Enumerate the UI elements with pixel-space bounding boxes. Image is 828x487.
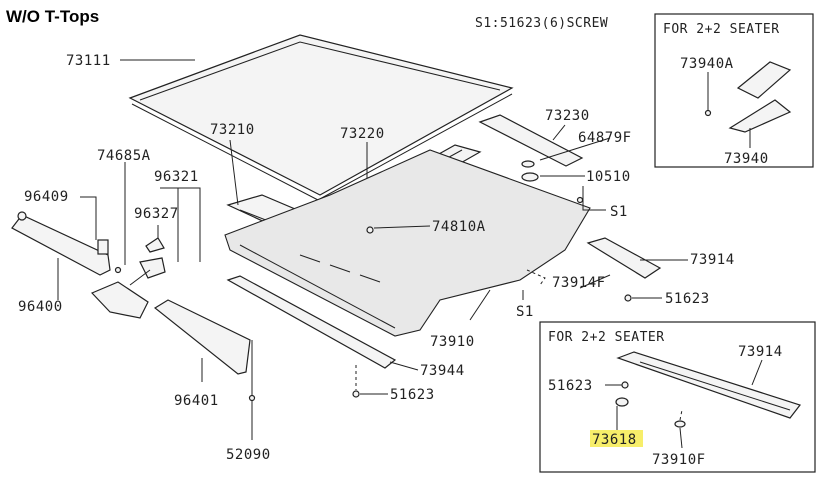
visor-holder — [97, 239, 122, 274]
diagram-title: W/O T-Tops — [6, 7, 99, 26]
label-96400: 96400 — [18, 299, 63, 315]
leader-73210 — [229, 139, 239, 206]
label-74810A: 74810A — [432, 219, 486, 235]
leader-96409 — [80, 196, 97, 240]
label-73914: 73914 — [690, 252, 735, 268]
leader-73910F — [679, 427, 683, 449]
label-s1-top: S1 — [610, 204, 628, 220]
label-51623-bottom: 51623 — [390, 387, 435, 403]
label-10510: 10510 — [586, 169, 631, 185]
sun-visor-right — [153, 299, 251, 375]
label-96401: 96401 — [174, 393, 219, 409]
label-96409: 96409 — [24, 189, 69, 205]
clip-73910F — [674, 420, 686, 428]
highlight-73618 — [590, 430, 643, 447]
inset-bottom-frame — [539, 321, 816, 473]
leader-73914-inset — [751, 359, 763, 386]
label-73220: 73220 — [340, 126, 385, 142]
label-96321: 96321 — [154, 169, 199, 185]
label-73910: 73910 — [430, 334, 475, 350]
inset-top-part — [704, 61, 792, 133]
front-finisher — [226, 275, 397, 369]
label-73940: 73940 — [724, 151, 769, 167]
leader-73944 — [389, 361, 419, 371]
leader-64879F — [539, 137, 611, 161]
label-73940A: 73940A — [680, 56, 734, 72]
screw-51623-bottom — [352, 390, 360, 398]
label-96327: 96327 — [134, 206, 179, 222]
label-73914-inset: 73914 — [738, 344, 783, 360]
room-mirror-base — [145, 237, 165, 253]
label-s1-mid: S1 — [516, 304, 534, 320]
rear-finisher — [586, 237, 662, 279]
leader-96321 — [160, 187, 201, 262]
leader-73230 — [552, 124, 566, 141]
label-64879F: 64879F — [578, 130, 632, 146]
inset-bottom-finisher — [616, 351, 801, 419]
leader-73914F — [579, 274, 611, 289]
inset-bottom-title: FOR 2+2 SEATER — [548, 330, 665, 345]
label-51623-mid: 51623 — [665, 291, 710, 307]
inset-top-title: FOR 2+2 SEATER — [663, 22, 780, 37]
clip-73618 — [615, 397, 629, 407]
leader-73910 — [469, 289, 491, 321]
sun-visor-left — [11, 211, 111, 276]
label-73210: 73210 — [210, 122, 255, 138]
leader-74810A — [373, 225, 431, 229]
rear-roof-rail — [478, 114, 584, 167]
room-mirror — [90, 257, 166, 319]
label-73230: 73230 — [545, 108, 590, 124]
inset-top-frame — [654, 13, 814, 168]
label-74685A: 74685A — [97, 148, 151, 164]
label-73910F: 73910F — [652, 452, 706, 468]
screw-51623-mid — [624, 294, 632, 302]
label-51623-inset: 51623 — [548, 378, 593, 394]
clip-74810A — [366, 226, 374, 234]
screw-note: S1:51623(6)SCREW — [475, 16, 608, 31]
headlining — [224, 149, 591, 337]
leader-s1-top — [582, 186, 606, 211]
label-52090: 52090 — [226, 447, 271, 463]
label-73111: 73111 — [66, 53, 111, 69]
label-73944: 73944 — [420, 363, 465, 379]
label-73914F: 73914F — [552, 275, 606, 291]
label-73618: 73618 — [592, 432, 637, 448]
